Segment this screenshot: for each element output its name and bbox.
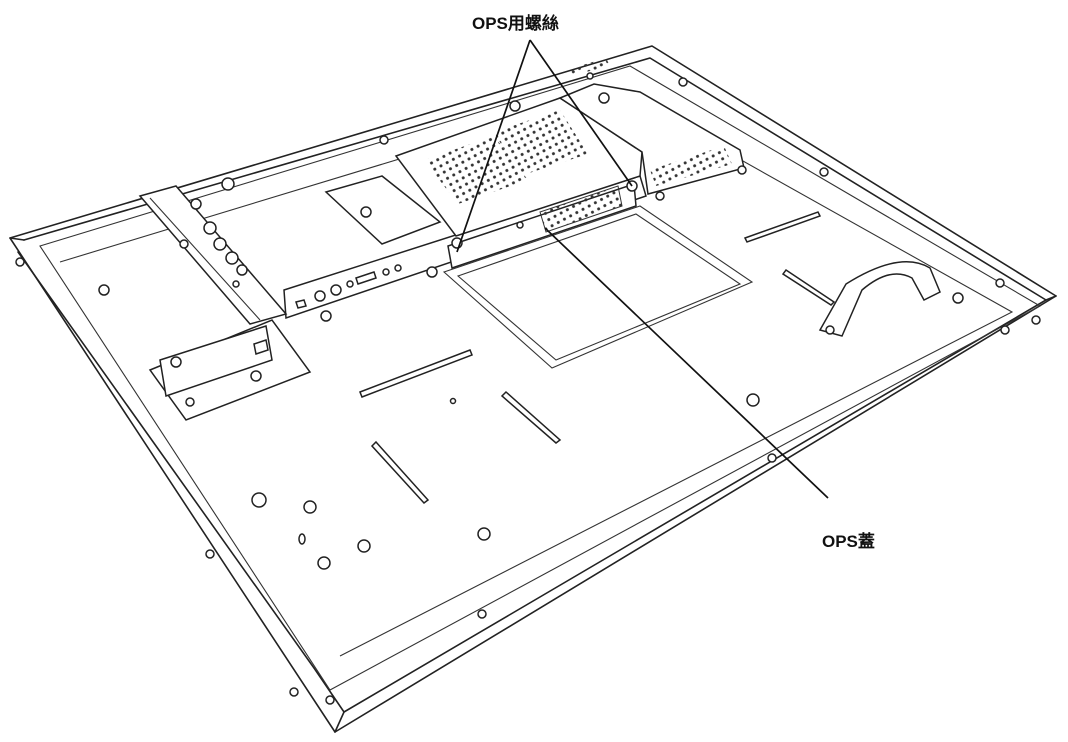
ops-cover-label: OPS蓋 xyxy=(822,532,875,551)
ops-cover-recess xyxy=(442,205,754,369)
ops-screws-label: OPS用螺絲 xyxy=(472,14,559,33)
small-cover-plate xyxy=(324,175,442,245)
frame-holes xyxy=(15,77,1041,705)
ops-slot-housing xyxy=(283,175,647,322)
side-connector-bank xyxy=(138,185,288,325)
mounting-slots xyxy=(359,211,836,505)
carry-handle xyxy=(818,261,941,337)
panel-outline xyxy=(9,45,1057,733)
bracket-box xyxy=(148,319,312,421)
callout-leaders xyxy=(456,39,829,499)
upper-board xyxy=(394,58,747,237)
